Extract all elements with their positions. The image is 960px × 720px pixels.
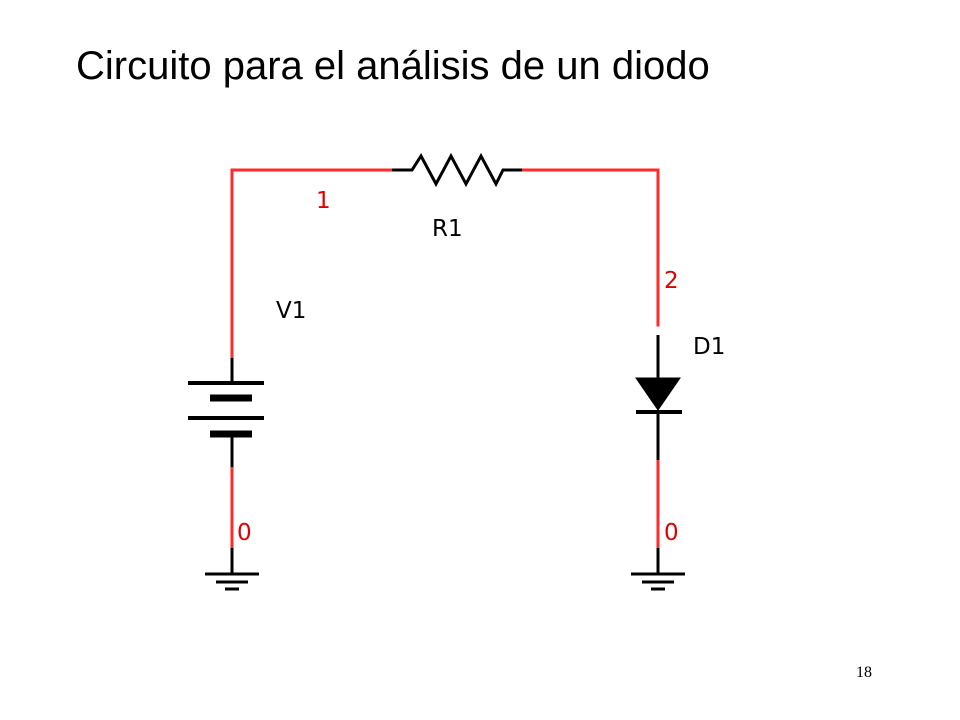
ground-symbol-right: [631, 548, 685, 591]
wire-resistor-to-diode: [520, 168, 660, 327]
node-label-ground-right: 0: [664, 520, 679, 546]
source-label: V1: [276, 298, 306, 324]
node-label-2: 2: [664, 268, 679, 294]
battery-symbol: [188, 358, 264, 467]
resistor-symbol: [392, 152, 522, 188]
node-label-1: 1: [316, 188, 331, 214]
page-number: 18: [856, 664, 872, 681]
wire-source-to-resistor: [230, 168, 394, 360]
resistor-label: R1: [432, 216, 463, 242]
ground-symbol-left: [205, 548, 259, 591]
slide-title: Circuito para el análisis de un diodo: [76, 44, 710, 88]
node-label-ground-left: 0: [237, 520, 252, 546]
diode-label: D1: [693, 334, 725, 360]
diode-symbol: [635, 335, 682, 460]
